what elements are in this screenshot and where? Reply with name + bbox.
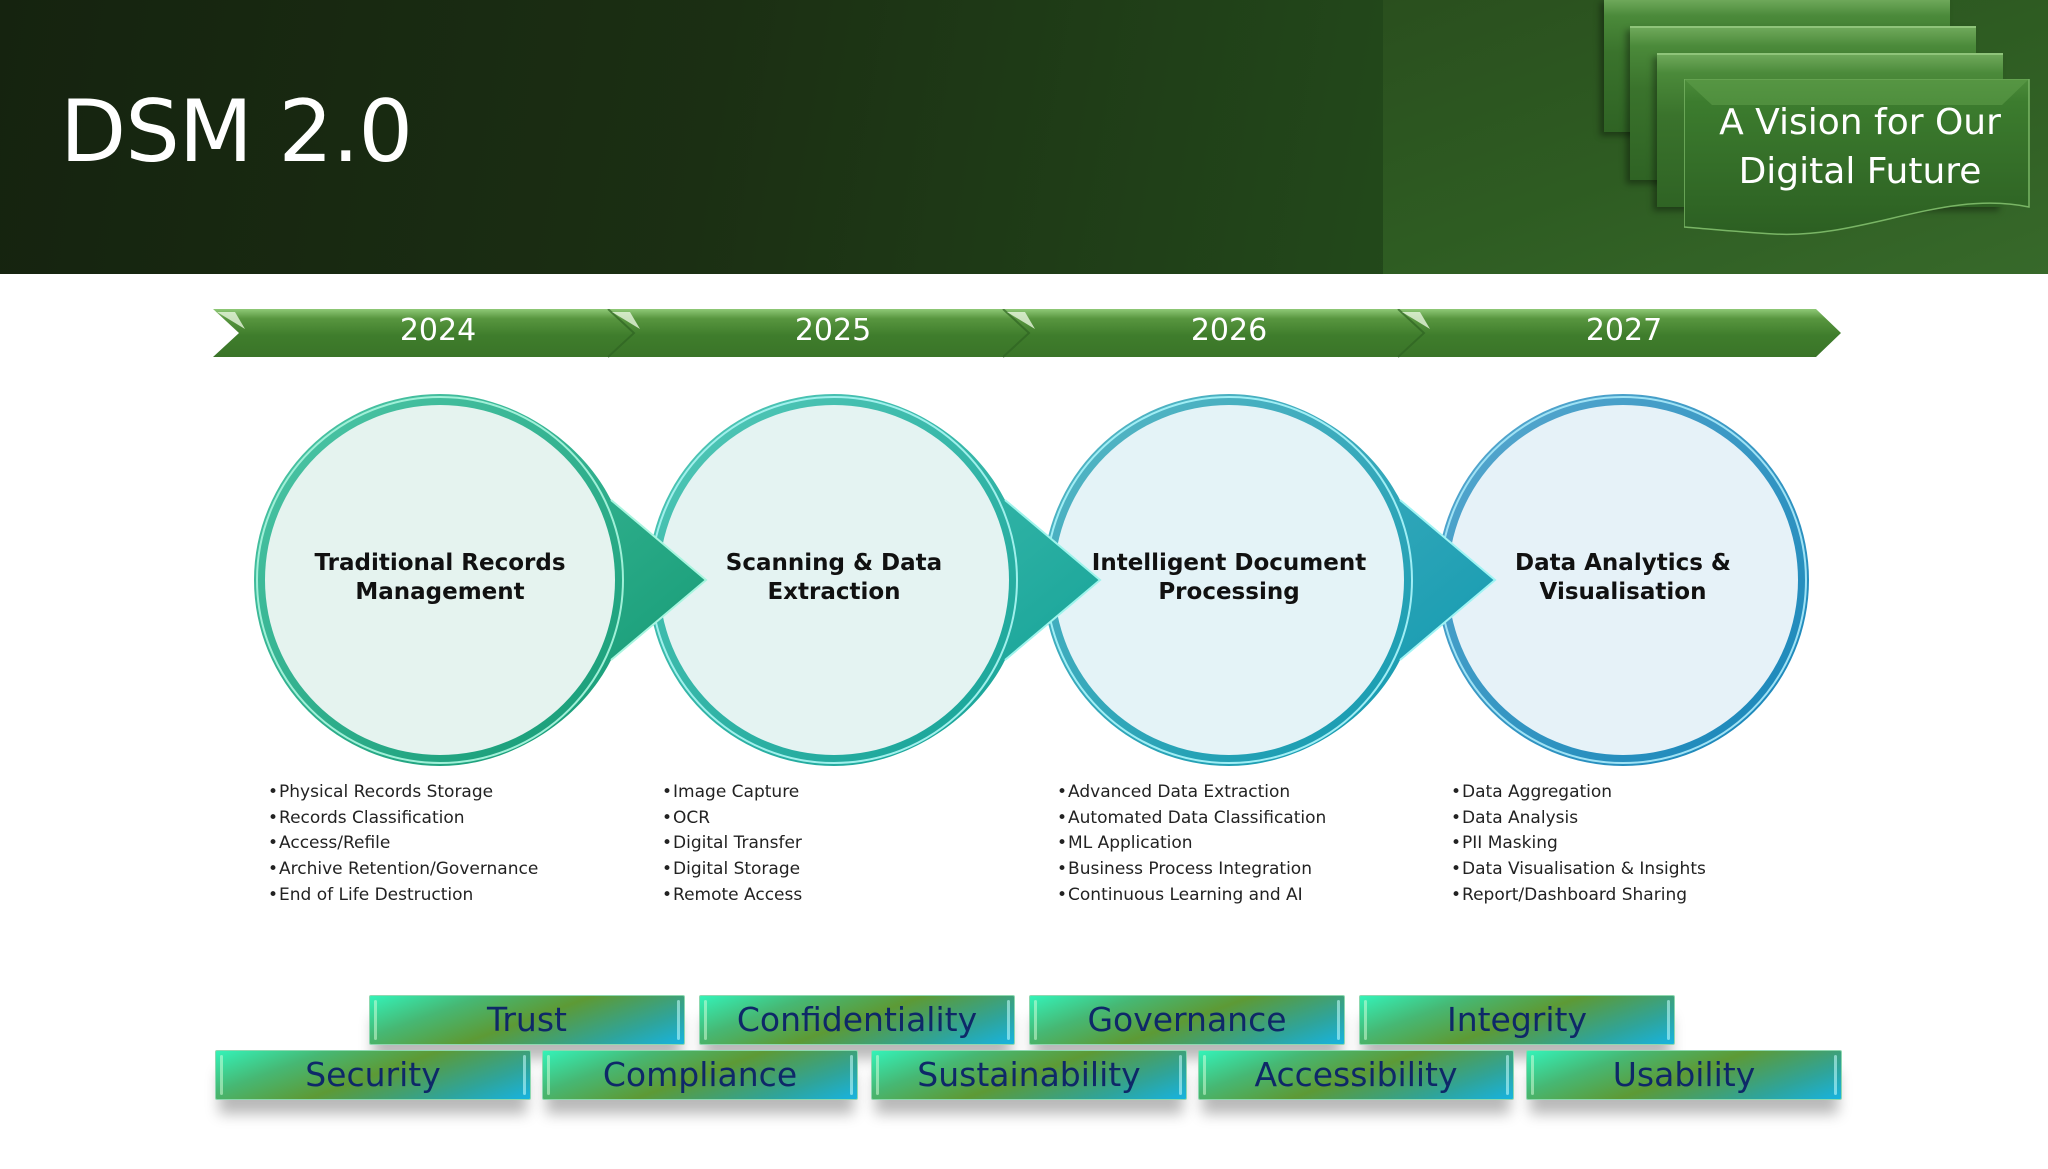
stage-1-items: Physical Records Storage Records Classif… <box>268 780 538 909</box>
stage-2-title: Scanning & Data Extraction <box>725 550 943 605</box>
stage-3-circle <box>1043 394 1497 766</box>
list-item: Access/Refile <box>268 831 538 857</box>
stage-2-circle <box>648 394 1102 766</box>
list-item: Continuous Learning and AI <box>1057 883 1326 909</box>
list-item: Automated Data Classification <box>1057 806 1326 832</box>
stage-4-title: Data Analytics & Visualisation <box>1515 550 1731 605</box>
value-tag-governance: Governance <box>1029 995 1345 1045</box>
list-item: Report/Dashboard Sharing <box>1451 883 1706 909</box>
list-item: Digital Storage <box>662 857 802 883</box>
list-item: Records Classification <box>268 806 538 832</box>
list-item: Archive Retention/Governance <box>268 857 538 883</box>
stage-1-title: Traditional Records Management <box>314 550 566 605</box>
value-tag-integrity: Integrity <box>1359 995 1675 1045</box>
list-item: Data Visualisation & Insights <box>1451 857 1706 883</box>
list-item: Data Aggregation <box>1451 780 1706 806</box>
timeline-year-2026: 2026 <box>1190 313 1268 348</box>
stage-1-circle <box>254 394 708 766</box>
stage-4-items: Data Aggregation Data Analysis PII Maski… <box>1451 780 1706 909</box>
list-item: Data Analysis <box>1451 806 1706 832</box>
value-tag-accessibility: Accessibility <box>1198 1050 1514 1100</box>
subtitle-banner-card <box>1684 79 2030 236</box>
list-item: End of Life Destruction <box>268 883 538 909</box>
list-item: Digital Transfer <box>662 831 802 857</box>
list-item: Advanced Data Extraction <box>1057 780 1326 806</box>
timeline-year-2025: 2025 <box>794 313 872 348</box>
page-title: DSM 2.0 <box>60 82 413 182</box>
value-tag-compliance: Compliance <box>542 1050 858 1100</box>
list-item: Remote Access <box>662 883 802 909</box>
value-tag-confidentiality: Confidentiality <box>699 995 1015 1045</box>
list-item: Business Process Integration <box>1057 857 1326 883</box>
value-tag-security: Security <box>215 1050 531 1100</box>
value-tag-trust: Trust <box>369 995 685 1045</box>
subtitle-text: A Vision for Our Digital Future <box>1719 102 2001 192</box>
value-tag-sustainability: Sustainability <box>871 1050 1187 1100</box>
stage-2-items: Image Capture OCR Digital Transfer Digit… <box>662 780 802 909</box>
stage-4-circle <box>1437 394 1809 766</box>
list-item: PII Masking <box>1451 831 1706 857</box>
list-item: Image Capture <box>662 780 802 806</box>
value-tag-usability: Usability <box>1526 1050 1842 1100</box>
timeline-year-2027: 2027 <box>1585 313 1663 348</box>
stage-3-items: Advanced Data Extraction Automated Data … <box>1057 780 1326 909</box>
list-item: ML Application <box>1057 831 1326 857</box>
list-item: OCR <box>662 806 802 832</box>
stage-flow-diagram <box>254 394 1809 766</box>
list-item: Physical Records Storage <box>268 780 538 806</box>
timeline-year-2024: 2024 <box>399 313 477 348</box>
stage-3-title: Intelligent Document Processing <box>1091 550 1367 605</box>
timeline-arrow <box>213 309 1841 358</box>
